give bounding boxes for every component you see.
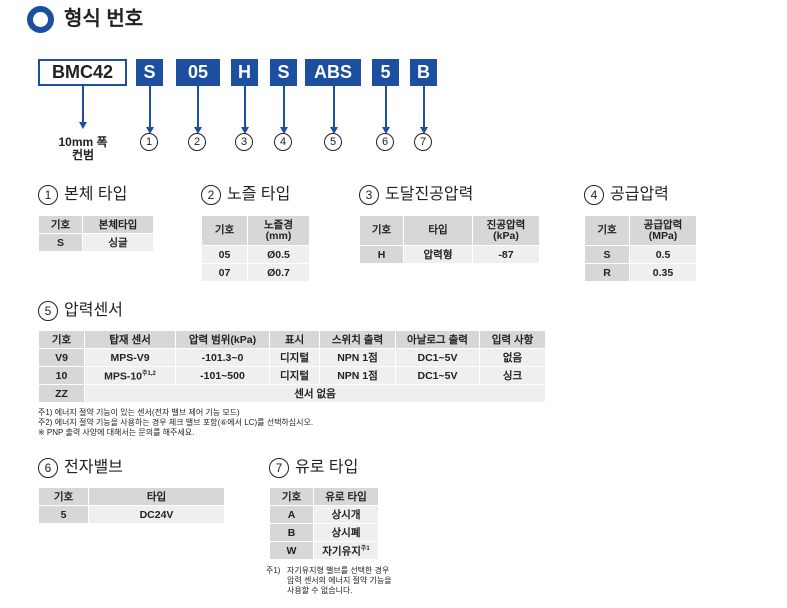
- table-row: 10 MPS-10주1,2 -101~500 디지털 NPN 1점 DC1~5V…: [38, 366, 546, 385]
- position-number-6: 6: [376, 133, 394, 151]
- position-number-4: 4: [274, 133, 292, 151]
- model-code-part-5: ABS: [305, 59, 361, 86]
- table-row: S 0.5: [584, 245, 697, 264]
- arrow-down-icon: [146, 127, 154, 134]
- table-row: H 압력형 -87: [359, 245, 540, 264]
- table-row: B 상시폐: [269, 523, 379, 542]
- table-row: R 0.35: [584, 263, 697, 282]
- connector-line: [197, 86, 199, 130]
- model-code-part-3: H: [231, 59, 258, 86]
- table-row: V9 MPS-V9 -101.3~0 디지털 NPN 1점 DC1~5V 없음: [38, 348, 546, 367]
- nozzle-type-table: 기호 노즐경(mm) 05 Ø0.5 07 Ø0.7: [201, 215, 310, 282]
- table-row: S 싱글: [38, 233, 154, 252]
- section-title-body-type: 1 본체 타입: [38, 184, 127, 206]
- model-code-part-6: 5: [372, 59, 399, 86]
- arrow-down-icon: [241, 127, 249, 134]
- position-number-5: 5: [324, 133, 342, 151]
- pressure-sensor-table: 기호 탑재 센서 압력 범위(kPa) 표시 스위치 출력 아날로그 출력 입력…: [38, 330, 546, 403]
- arrow-down-icon: [382, 127, 390, 134]
- arrow-down-icon: [280, 127, 288, 134]
- position-number-2: 2: [188, 133, 206, 151]
- position-number-7: 7: [414, 133, 432, 151]
- arrow-down-icon: [194, 127, 202, 134]
- table-row: 5 DC24V: [38, 505, 225, 524]
- section-title-pressure-sensor: 5 압력센서: [38, 300, 123, 322]
- model-code-part-2: 05: [176, 59, 220, 86]
- connector-line: [149, 86, 151, 130]
- flow-type-table: 기호 유로 타입 A 상시개 B 상시폐 W 자기유지주1: [269, 487, 379, 560]
- table-row: ZZ 센서 없음: [38, 384, 546, 403]
- connector-line: [385, 86, 387, 130]
- position-number-3: 3: [235, 133, 253, 151]
- arrow-down-icon: [79, 122, 87, 129]
- table-row: 07 Ø0.7: [201, 263, 310, 282]
- model-code-base: BMC42: [38, 59, 127, 86]
- flow-type-note: 주1) 자기유지형 밸브를 선택한 경우 압력 센서의 에너지 절약 기능을 사…: [266, 566, 392, 595]
- vacuum-pressure-table: 기호 타입 진공압력(kPa) H 압력형 -87: [359, 215, 540, 264]
- model-code-part-7: B: [410, 59, 437, 86]
- connector-line: [283, 86, 285, 130]
- section-title-flow-type: 7 유로 타입: [269, 457, 358, 479]
- model-code-part-4: S: [270, 59, 297, 86]
- table-row: W 자기유지주1: [269, 541, 379, 560]
- arrow-down-icon: [420, 127, 428, 134]
- table-row: A 상시개: [269, 505, 379, 524]
- arrow-down-icon: [330, 127, 338, 134]
- sensor-notes: 주1) 에너지 절약 기능이 있는 센서(전자 밸브 제어 기능 모드) 주2)…: [38, 408, 314, 437]
- section-title-supply-pressure: 4 공급압력: [584, 184, 669, 206]
- section-title-nozzle-type: 2 노즐 타입: [201, 184, 290, 206]
- section-title-solenoid-valve: 6 전자밸브: [38, 457, 123, 479]
- solenoid-valve-table: 기호 타입 5 DC24V: [38, 487, 225, 524]
- section-title-vacuum-pressure: 3 도달진공압력: [359, 184, 473, 206]
- title-bullet-icon: [27, 6, 54, 33]
- base-caption: 10mm 폭 컨범: [58, 135, 108, 162]
- connector-line: [82, 86, 84, 124]
- page-title: 형식 번호: [64, 8, 144, 30]
- connector-line: [333, 86, 335, 130]
- supply-pressure-table: 기호 공급압력(MPa) S 0.5 R 0.35: [584, 215, 697, 282]
- connector-line: [244, 86, 246, 130]
- position-number-1: 1: [140, 133, 158, 151]
- body-type-table: 기호 본체타입 S 싱글: [38, 215, 154, 252]
- connector-line: [423, 86, 425, 130]
- model-code-part-1: S: [136, 59, 163, 86]
- table-row: 05 Ø0.5: [201, 245, 310, 264]
